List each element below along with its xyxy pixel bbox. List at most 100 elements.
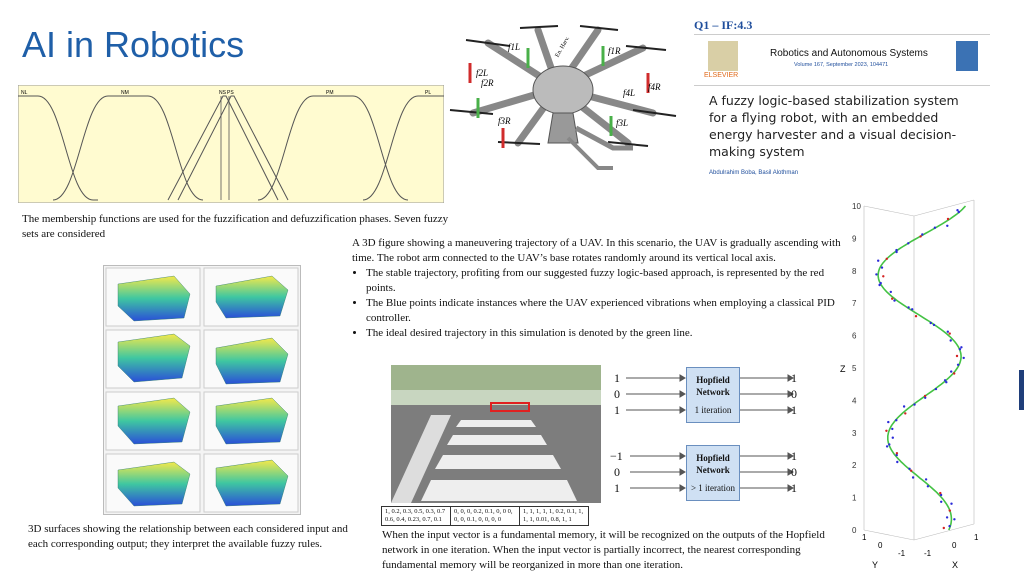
stable-point [885,429,888,432]
z-axis-label: Z [840,364,846,374]
stable-point [895,452,899,455]
pid-point [926,485,930,488]
net1-output-2: 0 [791,387,797,401]
pid-point [895,248,898,252]
xy-tick-1: 1 [862,533,867,542]
z-tick-label: 10 [852,202,861,211]
xy-tick-4: -1 [924,549,932,558]
pid-point [957,210,960,214]
ideal-trajectory-line [877,205,967,531]
net2-input-1: −1 [610,449,623,463]
net2-input-2: 0 [614,465,620,479]
pid-point [879,281,882,285]
hopfield-diagram: 1 0 1 Hopfield Network 1 iteration 1 0 1… [608,365,818,505]
journal-header: ELSEVIER Robotics and Autonomous Systems… [694,34,990,86]
pid-point [885,445,889,448]
pid-point [907,242,910,245]
vector-cell-1: 1, 0.2, 0.3, 0.5, 0.3, 0.7 0.6, 0.4, 0.2… [381,506,451,526]
pid-point [895,419,898,422]
stable-point [923,394,927,398]
stable-point [939,491,942,495]
fuzzy-surfaces-grid [103,265,301,515]
pid-point [950,502,953,505]
trajectory-intro: A 3D figure showing a maneuvering trajec… [352,237,841,264]
surface-3 [117,333,191,383]
stable-point [955,354,959,358]
net2-output-3: 1 [791,481,797,495]
elsevier-logo [708,41,738,71]
net1-output-3: 1 [791,403,797,417]
net1-input-3: 1 [614,403,620,417]
pid-point [960,346,963,349]
pid-point [929,321,932,325]
pid-point [940,500,943,503]
mf-label-pm: PM [326,90,334,96]
stable-point [948,332,951,335]
z-tick-label: 8 [852,267,857,276]
trajectory-bullets: The stable trajectory, profiting from ou… [352,266,850,341]
trajectory-description: A 3D figure showing a maneuvering trajec… [352,236,850,341]
hopfield-caption: When the input vector is a fundamental m… [382,529,825,571]
stable-point [948,509,951,512]
vector-cell-2: 0, 0, 0, 0.2, 0.1, 0, 0 0, 0, 0, 0.1, 0,… [450,506,520,526]
pid-point [945,516,949,519]
pid-point [913,403,916,406]
pid-point [895,453,898,457]
slide-title: AI in Robotics [22,24,245,65]
pid-point [946,330,949,333]
surface-6 [215,397,289,445]
mf-curve-pl [362,95,444,201]
stable-point [882,275,885,278]
pid-point [888,443,891,446]
vector-cell-3: 1, 1, 1, 1, 1, 0.2, 0.1, 1, 1, 1, 0.01, … [519,506,589,526]
stable-point [885,257,888,260]
surfaces-caption: 3D surfaces showing the relationship bet… [28,523,348,550]
hopfield-network-box-1: Hopfield Network 1 iteration [686,367,740,423]
pid-point [924,478,928,481]
z-tick-label: 3 [852,429,857,438]
mf-curve-nm [52,95,204,201]
journal-volume: Volume 167, September 2023, 104471 [794,62,889,68]
uav-diagram: f1L f1R f2L f2R f3L f3R f4L f4R En. Harv… [448,18,680,193]
uav-label-f1l: f1L [508,42,520,52]
pid-point [887,420,890,424]
pid-point [891,427,894,431]
pid-point [945,381,948,384]
z-tick-label: 0 [852,526,857,535]
xy-tick-5: 0 [952,541,957,550]
membership-function-plot: NL NM NS PS PM PL [17,84,445,204]
mf-label-nl: NL [21,90,28,96]
pid-point [956,363,960,366]
z-tick-label: 4 [852,396,857,405]
net2-input-3: 1 [614,481,620,495]
pid-point [896,460,899,464]
net2-output-2: 0 [791,465,797,479]
y-axis-label: Y [872,560,878,570]
table-row: 1, 0.2, 0.3, 0.5, 0.3, 0.7 0.6, 0.4, 0.2… [381,506,589,526]
z-tick-label: 2 [852,461,857,470]
pid-point [953,518,956,521]
net2-output-1: 1 [791,449,797,463]
xy-tick-6: 1 [974,533,979,542]
slide-edge-marker [1019,370,1024,410]
pid-point [948,524,951,528]
membership-caption: The membership functions are used for th… [22,213,449,240]
z-tick-label: 7 [852,299,857,308]
uav-label-f2l: f2L [476,68,488,78]
pid-point [958,348,962,351]
pid-point [949,339,952,342]
mf-label-nm: NM [121,90,129,96]
pid-point [934,387,938,391]
input-vector-table: 1, 0.2, 0.3, 0.5, 0.3, 0.7 0.6, 0.4, 0.2… [381,506,589,526]
mf-curve-ns [167,95,279,201]
bullet-green-line: The ideal desired trajectory in this sim… [366,326,850,341]
net1-output-1: 1 [791,371,797,385]
uav-label-f4r: f4R [648,82,661,92]
pid-point [933,226,937,229]
surface-8 [215,459,289,507]
stable-point [910,469,913,472]
pid-point [932,323,936,327]
pid-point [956,209,959,212]
pid-point [946,224,949,227]
